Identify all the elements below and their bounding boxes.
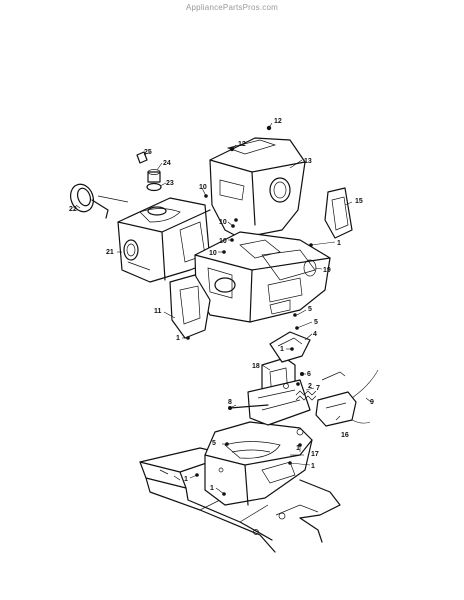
callout-6: 6 [307, 371, 311, 378]
callout-4: 4 [313, 331, 317, 338]
fuel-cap [70, 183, 129, 219]
callout-9: 9 [370, 399, 374, 406]
callout-22: 22 [69, 206, 77, 213]
spring [295, 390, 317, 401]
callout-10: 10 [199, 184, 207, 191]
hood-console [209, 137, 306, 239]
seat-switch [315, 369, 379, 427]
watermark: AppliancePartsPros.com [186, 3, 278, 12]
side-panel [169, 274, 211, 339]
rod [229, 404, 269, 409]
callout-11: 11 [154, 308, 162, 315]
dash-body [194, 231, 331, 323]
callout-23: 23 [166, 180, 174, 187]
callout-18: 18 [252, 363, 260, 370]
callout-1: 1 [296, 445, 300, 452]
callout-labels: 12 12 13 15 19 10 10 10 10 1 11 1 21 22 … [69, 118, 374, 492]
callout-1: 1 [280, 346, 284, 353]
frame-chassis [139, 447, 341, 553]
callout-7: 7 [316, 385, 320, 392]
callout-15: 15 [355, 198, 363, 205]
callout-16: 16 [341, 432, 349, 439]
right-panel [324, 187, 353, 239]
callout-12: 12 [274, 118, 282, 125]
callout-10: 10 [209, 250, 217, 257]
callout-8: 8 [228, 399, 232, 406]
leader-lines [75, 122, 372, 495]
callout-13: 13 [304, 158, 312, 165]
fuel-gauge-parts [136, 151, 162, 192]
callout-10: 10 [219, 238, 227, 245]
callout-1: 1 [337, 240, 341, 247]
lower-tank-support [204, 421, 313, 506]
callout-5: 5 [308, 306, 312, 313]
callout-21: 21 [106, 249, 114, 256]
callout-19: 19 [323, 267, 331, 274]
callout-17: 17 [311, 451, 319, 458]
callout-1: 1 [210, 485, 214, 492]
callout-1: 1 [184, 476, 188, 483]
callout-10: 10 [219, 219, 227, 226]
callout-5: 5 [314, 319, 318, 326]
fuel-tank [117, 197, 211, 283]
callout-25: 25 [144, 149, 152, 156]
callout-5: 5 [212, 440, 216, 447]
callout-12: 12 [238, 141, 246, 148]
callout-24: 24 [163, 160, 171, 167]
callout-2: 2 [308, 383, 312, 390]
callout-1: 1 [311, 463, 315, 470]
pedal-bracket [269, 331, 311, 363]
callout-1: 1 [176, 335, 180, 342]
bracket-assembly [247, 357, 311, 426]
